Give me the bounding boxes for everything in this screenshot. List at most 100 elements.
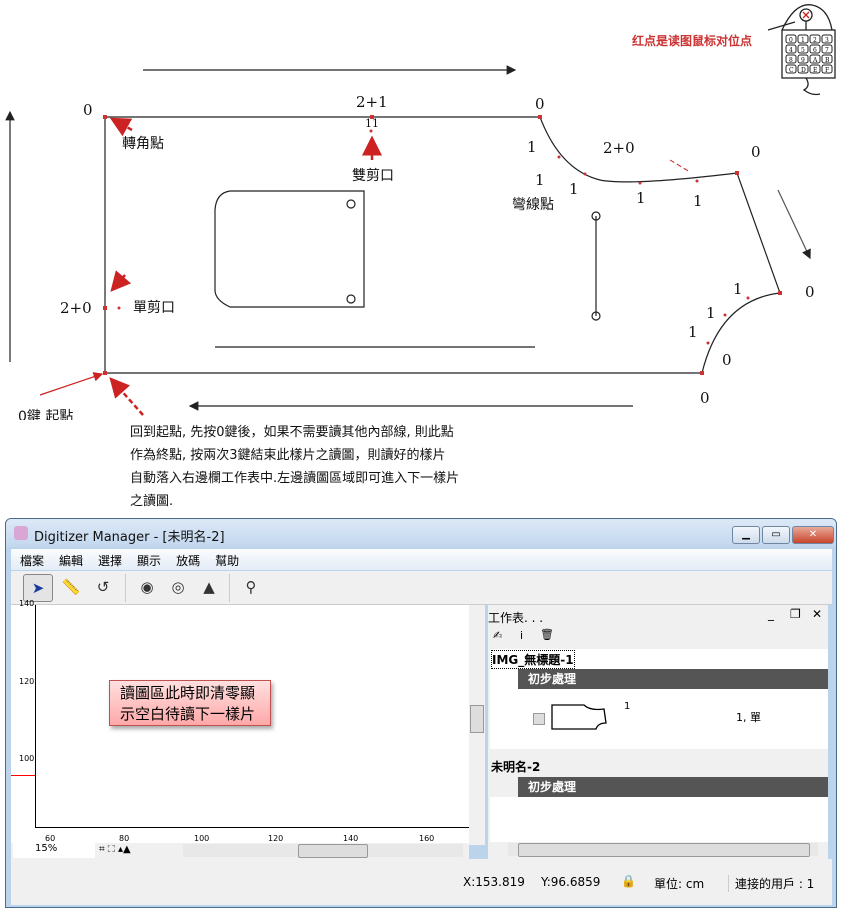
keypad-key-label: D [801,67,806,74]
pattern-piece-outline [104,116,781,374]
image-icon[interactable]: ▲ [203,578,215,596]
label: 1 [527,138,537,156]
keypad-key-label: 3 [825,37,829,44]
camera-icon[interactable]: ◎ [171,578,185,596]
maximize-button[interactable]: ▭ [762,526,790,544]
keypad-key [809,34,821,44]
keypad-key [797,44,809,54]
label: 1 [693,192,703,210]
x-coordinate: X:153.819 [463,875,525,889]
lock-icon[interactable]: 🔒 [621,874,636,888]
section-header: 初步處理 [518,777,828,797]
panel-title: 工作表. . . [488,611,544,625]
label: 雙剪口 [352,168,394,184]
worksheet-group[interactable]: 未明名-2 [491,760,541,774]
keypad-key [809,44,821,54]
horizontal-scrollbar[interactable] [183,844,463,858]
keypad-key [809,64,821,74]
check-icon[interactable]: ✍ [493,629,503,642]
label: 1 [636,189,646,207]
label: 0 [805,283,815,301]
menu-help[interactable]: 幫助 [215,554,240,568]
label: 0 [535,95,545,113]
target-icon[interactable]: ◉ [140,578,154,596]
connected-users: 連接的用戶 : 1 [728,875,814,892]
keypad-key [821,64,833,74]
panel-horizontal-scrollbar[interactable] [508,843,818,857]
callout-note: 讀圖區此時即清零顯示空白待讀下一樣片 [109,680,271,726]
fit-icon[interactable]: ⌗ ⛶ ▴▲ [99,844,131,855]
keypad-key-label: F [825,67,829,74]
keypad-key-label: 2 [813,37,817,44]
keypad-key [785,44,797,54]
app-icon [14,526,28,540]
select-tool-icon[interactable]: ➤ [23,574,53,602]
trash-icon[interactable]: 🗑 [540,628,554,641]
keypad-key-label: 8 [789,57,793,64]
minimize-button[interactable]: ▁ [732,526,760,544]
panel-minimize-icon[interactable]: _ [768,607,774,621]
info-icon[interactable]: i [520,629,524,642]
label: 0鍵 起點 [18,409,73,420]
keypad-key [785,54,797,64]
inner-rectangle [214,190,365,308]
label: 轉角點 [122,136,164,152]
digitizing-diagram: 0 2+1 11 0 轉角點 雙剪口 1 2+0 0 1 1 1 1 彎線點 2… [5,4,836,420]
keypad-key-label: 9 [801,57,805,64]
label: 1 [535,171,545,189]
label: 單剪口 [133,300,175,316]
piece-thumbnail[interactable] [550,703,610,731]
close-button[interactable]: ✕ [792,526,834,544]
label: 0 [700,389,710,407]
zoom-select[interactable]: 15% [13,843,95,858]
y-coordinate: Y:96.6859 [541,875,601,889]
worksheet-panel: 工作表. . . _ ❐ ✕ ✍ i 🗑 IMG_無標題-1 初步處理 1 1,… [488,605,828,859]
keypad-key [797,54,809,64]
label: 彎線點 [512,197,554,213]
title-bar: Digitizer Manager - [未明名-2] ▁ ▭ ✕ [6,519,836,547]
worksheet-group[interactable]: IMG_無標題-1 [491,650,575,669]
rotate-tool-icon[interactable]: ↺ [96,578,110,596]
keypad-key-label: C [789,67,794,74]
menu-edit[interactable]: 編輯 [59,554,84,568]
menu-view[interactable]: 顯示 [137,554,162,568]
digitizer-mouse-icon [767,4,836,96]
status-bar: X:153.819 Y:96.6859 🔒 單位: cm 連接的用戶 : 1 [11,859,832,905]
piece-label: 1, 單 [736,711,761,724]
keypad-key [821,34,833,44]
keypad-key [821,54,833,64]
zoom-inspect-icon[interactable]: ⚲ [245,578,257,596]
label: 0 [751,143,761,161]
keypad-key [797,34,809,44]
label: 1 [733,280,743,298]
menu-grading[interactable]: 放碼 [176,554,201,568]
label: 0 [83,101,93,119]
keypad-key [809,54,821,64]
label: 1 [569,180,579,198]
panel-float-icon[interactable]: ❐ [790,607,801,621]
ruler-tool-icon[interactable]: 📏 [61,578,81,596]
keypad-key [797,64,809,74]
label: 2+0 [603,139,635,157]
keypad-key-label: B [825,57,830,64]
direction-arrow-right [777,189,811,260]
menu-file[interactable]: 檔案 [20,554,45,568]
vertical-ruler: 140 120 100 [11,599,36,827]
keypad-key-label: 7 [825,47,829,54]
piece-number: 1 [624,701,631,712]
unit-label: 單位: cm [654,877,705,891]
label: 2+0 [60,299,92,317]
toolbar: ➤ 📏 ↺ ◉ ◎ ▲ ⚲ [11,571,832,605]
label: 1 [706,304,716,322]
label: 2+1 [356,93,388,111]
keypad-key [785,64,797,74]
panel-close-icon[interactable]: ✕ [812,607,823,621]
piece-checkbox[interactable] [533,713,545,725]
vertical-scrollbar[interactable] [469,605,485,845]
app-window: Digitizer Manager - [未明名-2] ▁ ▭ ✕ 檔案編輯選擇… [5,518,837,908]
menu-select[interactable]: 選擇 [98,554,123,568]
keypad-key [785,34,797,44]
